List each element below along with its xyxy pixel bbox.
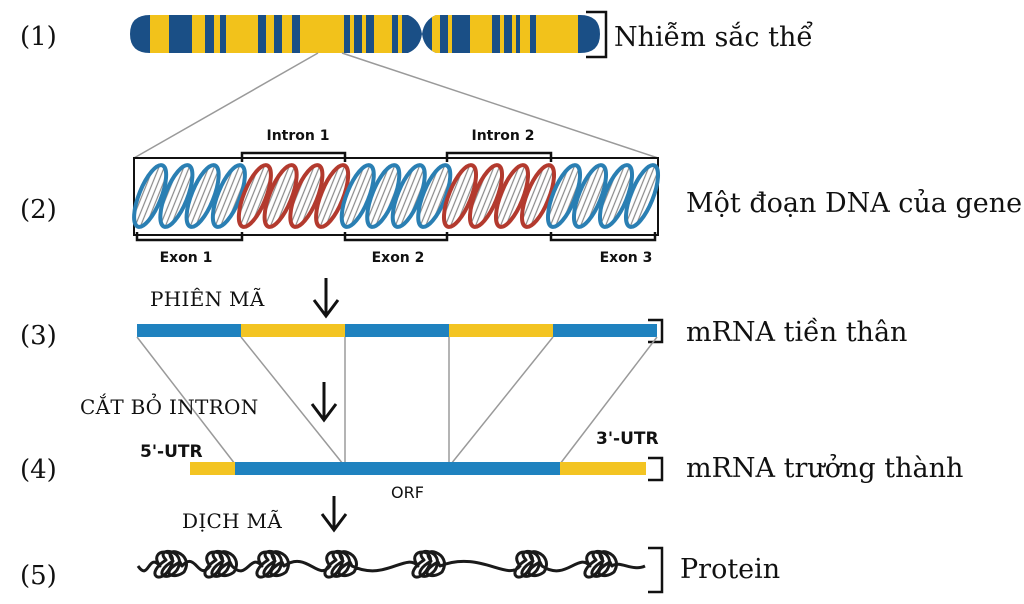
chromosome-band <box>282 15 292 53</box>
intron-helix-turn <box>467 163 505 229</box>
intron-1-label: Intron 1 <box>267 128 330 144</box>
exon-1-bracket <box>135 232 244 242</box>
exon-2-bracket <box>343 232 449 242</box>
intron-2-bracket <box>445 151 553 162</box>
intron-helix-turn <box>288 163 325 229</box>
intron-helix-turn <box>262 163 299 229</box>
exon-helix-turn <box>545 163 583 229</box>
protein-polypeptide <box>136 549 646 579</box>
chromosome-band <box>226 15 258 53</box>
splicing-arrow <box>310 382 338 423</box>
protein-chain <box>136 549 646 579</box>
intron-helix-turn <box>314 163 351 229</box>
chromosome-bracket <box>586 10 608 59</box>
intron-2-label: Intron 2 <box>472 128 535 144</box>
chromosome-band <box>536 15 578 53</box>
exon-helix-turn <box>132 163 169 229</box>
chromosome-band <box>374 15 392 53</box>
pre-mrna-strand <box>137 324 657 337</box>
exon-helix-turn <box>416 163 453 229</box>
splicing-step-label: CẮT BỎ INTRON <box>80 392 259 419</box>
intron-helix-turn <box>493 163 531 229</box>
intron-helix-turn <box>441 163 479 229</box>
row-number-1: (1) <box>20 22 57 52</box>
chromosome-band <box>432 15 440 53</box>
exon-helix-turn <box>158 163 195 229</box>
pre-mrna-exon-2 <box>345 324 449 337</box>
row-number-2: (2) <box>20 195 57 225</box>
chromosome-band <box>300 15 344 53</box>
translation-arrow <box>320 496 348 533</box>
transcription-arrow <box>312 278 340 319</box>
chromosome-label: Nhiễm sắc thể <box>614 20 813 53</box>
chromosome-band <box>448 15 452 53</box>
exon-helix-turn <box>390 163 427 229</box>
translation-step-label: DỊCH MÃ <box>182 509 282 533</box>
chromosome-band <box>350 15 354 53</box>
exon-1-label: Exon 1 <box>160 250 213 266</box>
chromosome-band <box>150 15 169 53</box>
exon-helix-turn <box>210 163 247 229</box>
utr5-label: 5'-UTR <box>140 442 203 462</box>
utr3-segment <box>560 462 646 475</box>
pre-mrna-exon-1 <box>137 324 241 337</box>
chromosome-band <box>512 15 516 53</box>
chromosome-band <box>266 15 274 53</box>
chromosome-band <box>520 15 530 53</box>
exon-3-bracket <box>549 232 657 242</box>
mature-mrna-label: mRNA trưởng thành <box>686 452 963 484</box>
intron-helix-turn <box>519 163 557 229</box>
splicing-lines <box>136 336 658 465</box>
exon-helix-turn <box>184 163 221 229</box>
chromosome-band <box>470 15 492 53</box>
mature-mrna-bracket <box>648 456 664 482</box>
dna-label: Một đoạn DNA của gene <box>686 187 1022 219</box>
chromosome-band <box>500 15 504 53</box>
chromosome <box>130 15 600 53</box>
row-number-3: (3) <box>20 321 57 351</box>
pre-mrna-bracket <box>648 318 664 344</box>
intron-helix-turn <box>236 163 273 229</box>
exon-helix-turn <box>365 163 402 229</box>
mature-mrna-strand <box>190 462 646 475</box>
zoom-line-right <box>341 52 659 159</box>
exon-helix-turn <box>623 163 661 229</box>
chromosome-band <box>362 15 366 53</box>
orf-label: ORF <box>391 483 424 502</box>
orf-segment <box>235 462 560 475</box>
row-number-5: (5) <box>20 561 57 591</box>
pre-mrna-label: mRNA tiền thân <box>686 317 907 348</box>
protein-bracket <box>648 546 664 594</box>
exon-helix-turn <box>571 163 609 229</box>
exon-3-label: Exon 3 <box>600 250 653 266</box>
exon-2-label: Exon 2 <box>372 250 425 266</box>
chromosome-band <box>398 15 402 53</box>
dna-helix <box>132 163 661 229</box>
utr3-label: 3'-UTR <box>596 429 659 449</box>
pre-mrna-intron-1 <box>241 324 345 337</box>
zoom-line-left <box>133 52 319 159</box>
exon-helix-turn <box>597 163 635 229</box>
chromosome-band <box>214 15 220 53</box>
pre-mrna-intron-2 <box>449 324 553 337</box>
intron-1-bracket <box>240 151 347 162</box>
row-number-4: (4) <box>20 455 57 485</box>
transcription-step-label: PHIÊN MÃ <box>150 287 265 311</box>
exon-helix-turn <box>339 163 376 229</box>
protein-label: Protein <box>680 554 780 585</box>
pre-mrna-exon-3 <box>553 324 657 337</box>
chromosome-band <box>192 15 205 53</box>
utr5-segment <box>190 462 235 475</box>
